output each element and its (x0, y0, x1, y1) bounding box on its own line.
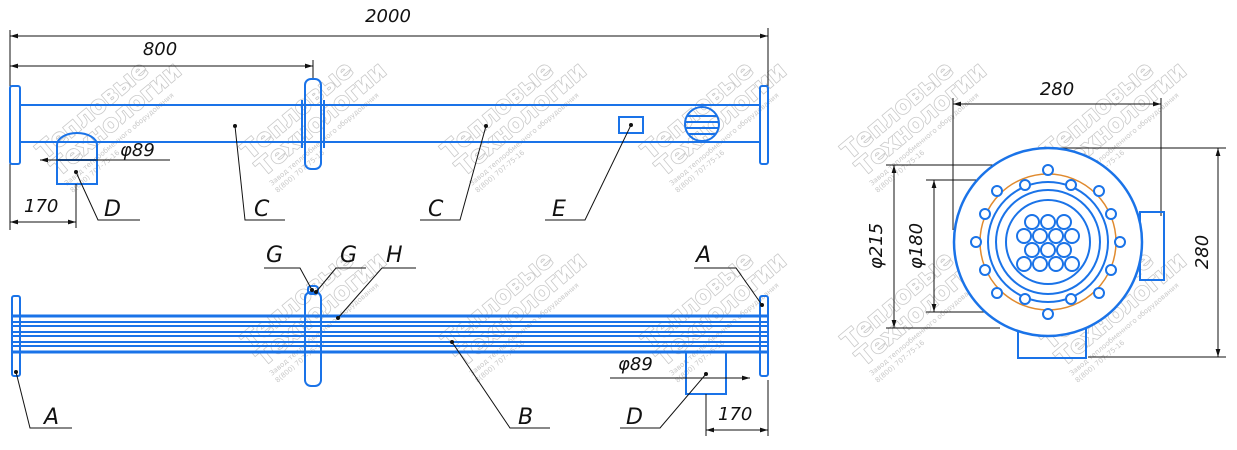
watermark: Тепловые Технологии Завод теплообменного… (835, 55, 992, 195)
leader-g2: G (314, 243, 366, 294)
dimension-width-label: 280 (1040, 79, 1074, 100)
dimension-total-label: 2000 (365, 6, 411, 27)
round-port (684, 106, 720, 142)
bottom-view: φ89 170 G G H A A (11, 243, 769, 436)
label-e: E (552, 197, 566, 222)
dimension-pipe-label: φ89 (120, 140, 155, 161)
label-b: B (518, 405, 533, 430)
leader-e: E (545, 123, 633, 222)
leader-b: B (450, 340, 550, 430)
watermark: Тепловые Технологии Завод теплообменного… (435, 55, 592, 195)
label-a-top: A (694, 243, 711, 268)
tube-sheet (1016, 214, 1080, 272)
leader-a-top: A (694, 243, 764, 307)
dimension-pipe-label-bottom: φ89 (618, 354, 653, 375)
leader-g1: G (264, 243, 314, 292)
dimension-height-label: 280 (1192, 235, 1213, 269)
label-g1: G (266, 243, 283, 268)
dimension-offset-label-bottom: 170 (718, 404, 752, 425)
leader-c1: C (233, 124, 285, 222)
label-d-top: D (104, 197, 121, 222)
watermark: Тепловые Технологии Завод теплообменного… (635, 55, 792, 195)
shell-bottom (11, 285, 769, 387)
watermark: Тепловые Технологии Завод теплообменного… (235, 55, 392, 195)
dimension-d180-label: φ180 (906, 223, 927, 269)
watermark: Тепловые Технологии Завод теплообменного… (235, 245, 392, 385)
end-view: 280 280 φ215 φ180 (866, 79, 1226, 359)
shell-top (9, 78, 769, 170)
top-view: 2000 800 φ89 170 (9, 6, 769, 230)
dimension-d215-label: φ215 (866, 223, 887, 269)
watermark: Тепловые Технологии Завод теплообменного… (435, 245, 592, 385)
leader-d-top: D (74, 170, 140, 222)
label-g2: G (340, 243, 357, 268)
label-c1: C (254, 197, 270, 222)
leader-c2: C (420, 124, 488, 222)
leader-h: H (336, 243, 416, 320)
dimension-offset-label: 170 (24, 196, 58, 217)
watermark: Тепловые Технологии Завод теплообменного… (635, 245, 792, 385)
leader-a-bottom: A (14, 370, 72, 430)
watermark: Тепловые Технологии Завод теплообменного… (30, 55, 187, 195)
label-c2: C (428, 197, 444, 222)
nozzle-e (618, 116, 644, 134)
dimension-section-label: 800 (143, 39, 177, 60)
label-h: H (386, 243, 403, 268)
label-d-bottom: D (626, 405, 643, 430)
label-a-bottom: A (42, 405, 59, 430)
leader-d-bottom: D (620, 372, 708, 430)
